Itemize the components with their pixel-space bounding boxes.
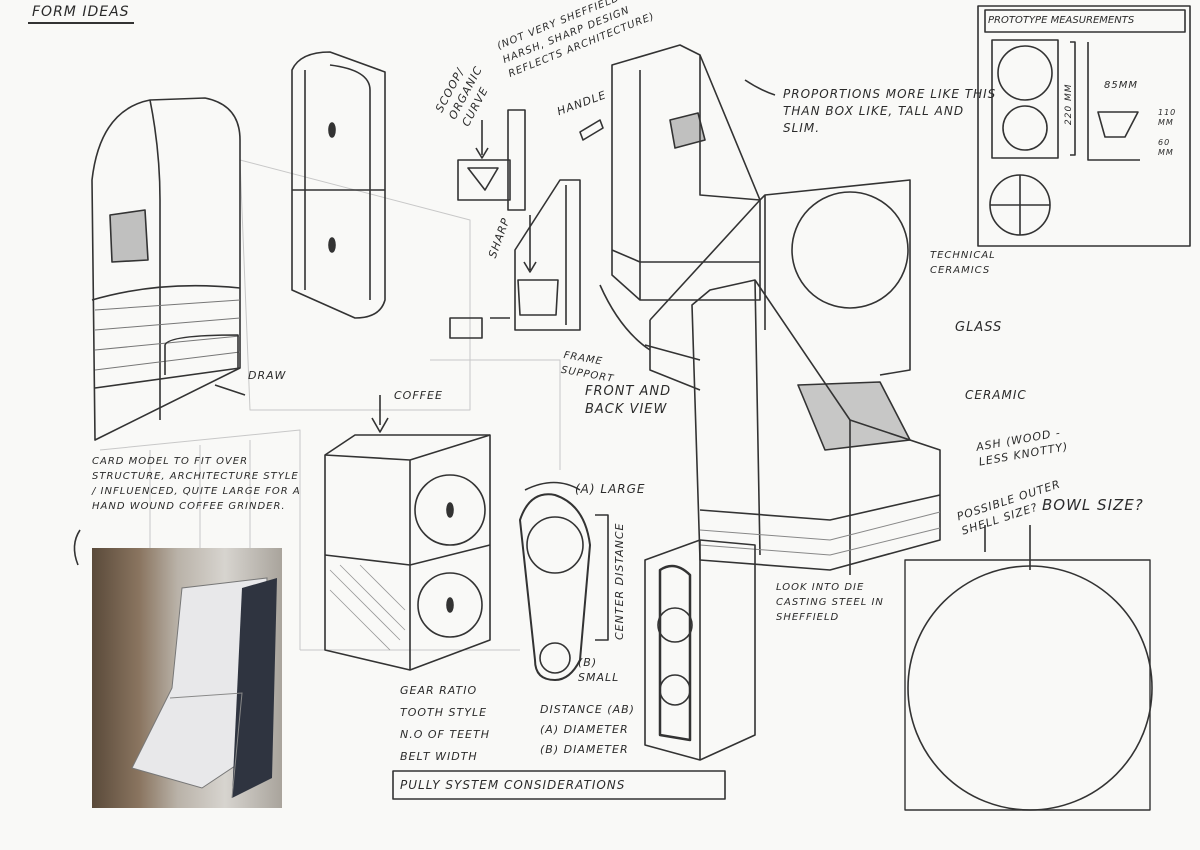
pully-system-title: Pully system considerations xyxy=(400,778,626,792)
annotation-technical-ceramics: Technical ceramics xyxy=(930,250,996,276)
card-model-photo xyxy=(92,548,282,808)
form-sketch-2 xyxy=(291,51,386,319)
annotation-large: (A) Large xyxy=(575,482,646,496)
form-sketch-1 xyxy=(91,97,246,441)
prototype-width: 85mm xyxy=(1104,80,1138,91)
prototype-height: 220 mm xyxy=(1064,83,1074,125)
shell-bowl-sketch xyxy=(904,525,1153,811)
annotation-center-distance: Center distance xyxy=(613,522,626,640)
card-model-illustration xyxy=(131,577,277,799)
front-back-view-sketch xyxy=(599,179,941,575)
annotation-glass: Glass xyxy=(955,320,1003,335)
annotation-front-back: Front and back view xyxy=(585,384,672,417)
list-item: (A) Diameter xyxy=(540,723,629,736)
sharp-detail-sketch xyxy=(449,179,581,339)
prototype-upper: 110 mm xyxy=(1158,108,1177,127)
prototype-lower: 60 mm xyxy=(1158,138,1174,157)
annotation-draw: Draw xyxy=(248,369,287,382)
pulley-box-sketch xyxy=(324,395,491,671)
prototype-panel xyxy=(977,5,1191,247)
annotation-die-casting: Look into die casting steel in Sheffield xyxy=(776,582,884,623)
annotation-bowl-size: Bowl size? xyxy=(1042,496,1144,514)
scoop-detail-sketch xyxy=(457,109,526,211)
page-title: Form Ideas xyxy=(28,4,134,24)
annotation-small: (B) Small xyxy=(578,656,620,684)
annotation-proportions: Proportions more like this than box like… xyxy=(783,87,997,135)
list-item: Belt width xyxy=(400,750,478,763)
prototype-title: Prototype measurements xyxy=(988,15,1135,26)
considerations-right-list: Distance (AB) (A) Diameter (B) Diameter xyxy=(540,700,635,760)
annotation-card-model: Card model to fit over structure, archit… xyxy=(92,456,301,512)
list-item: N.O of teeth xyxy=(400,728,490,741)
small-grinder-sketch xyxy=(644,539,756,761)
pully-title-box xyxy=(392,770,726,800)
list-item: Gear ratio xyxy=(400,684,478,697)
annotation-coffee: Coffee xyxy=(394,389,443,402)
arrow-icon xyxy=(73,529,81,566)
handle-sketch xyxy=(579,119,604,141)
tall-slim-form-sketch xyxy=(611,44,776,301)
pulley-belt-sketch xyxy=(519,481,609,681)
list-item: (B) Diameter xyxy=(540,743,629,756)
annotation-ceramic: Ceramic xyxy=(965,388,1027,402)
considerations-left-list: Gear ratio Tooth style N.O of teeth Belt… xyxy=(400,680,490,768)
list-item: Distance (AB) xyxy=(540,703,635,716)
list-item: Tooth style xyxy=(400,706,488,719)
